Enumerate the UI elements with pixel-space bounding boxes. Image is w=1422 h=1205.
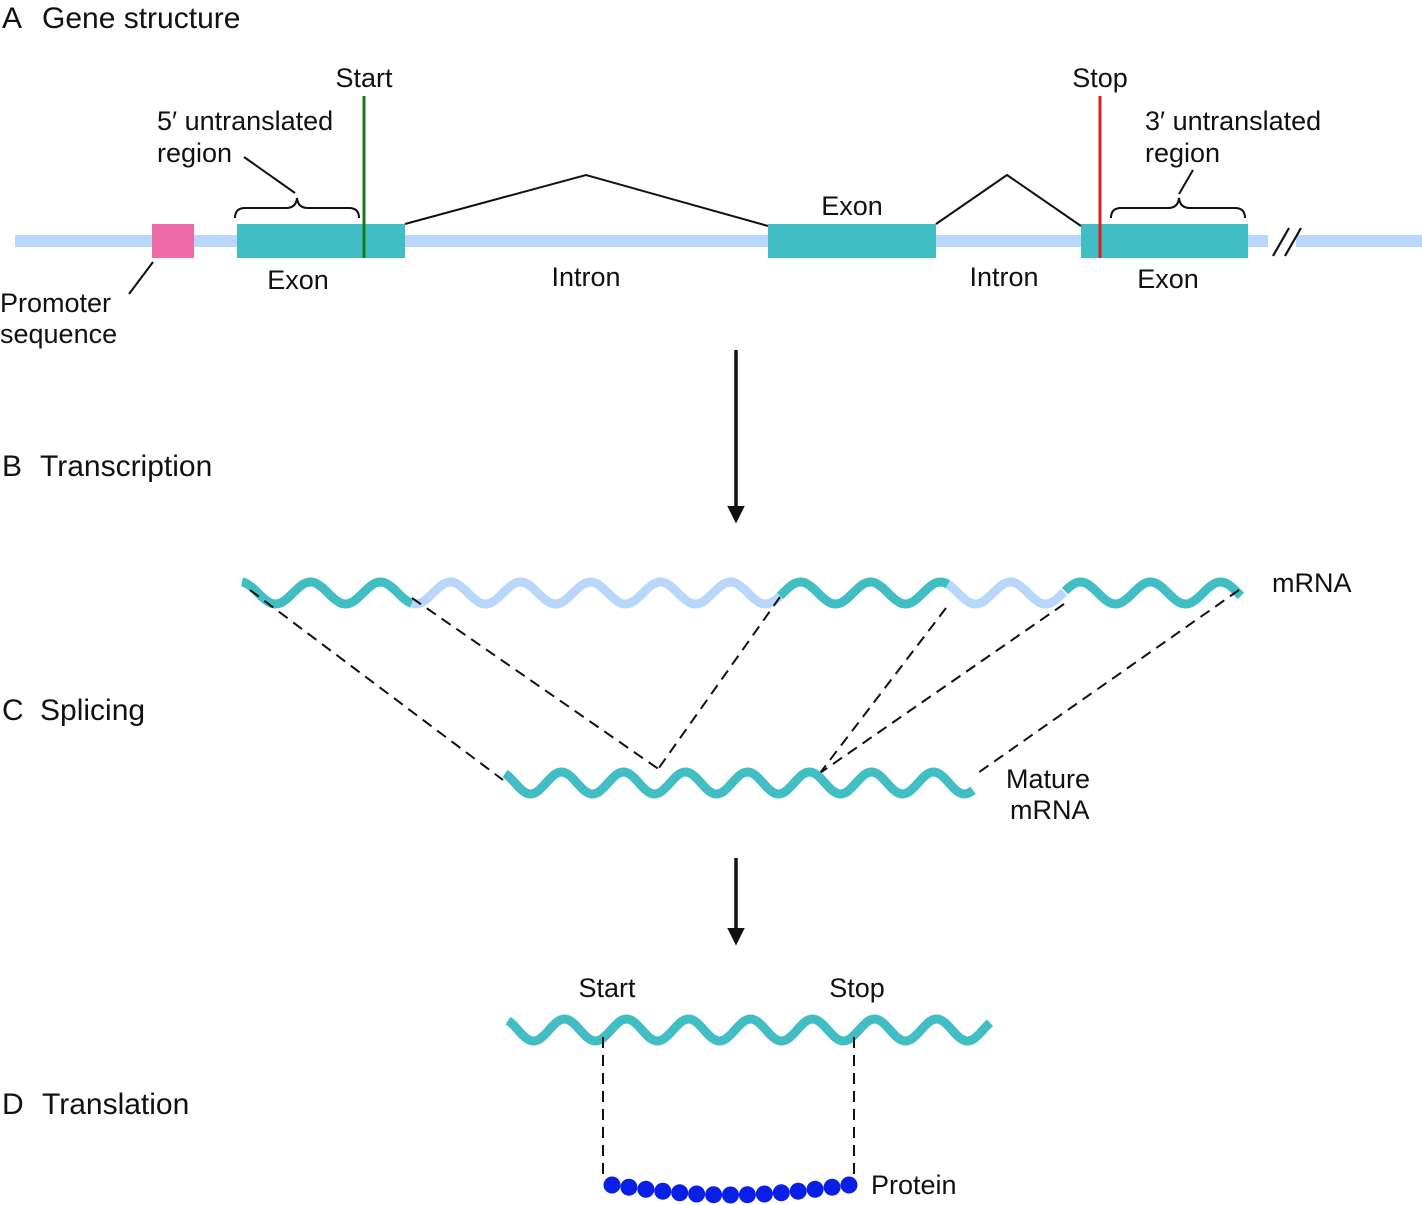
splice-line-1 xyxy=(249,589,504,781)
amino-acid-bead xyxy=(671,1184,689,1202)
stop-label: Stop xyxy=(1072,63,1128,93)
panel-d-letter: D xyxy=(2,1088,24,1121)
utr3-brace xyxy=(1110,197,1246,219)
promoter-leader xyxy=(128,261,154,295)
translation-stop-label: Stop xyxy=(829,973,885,1003)
splice-line-4 xyxy=(819,607,947,774)
mature-mrna-label-line2: mRNA xyxy=(1010,795,1090,825)
intron-1-connector xyxy=(404,173,769,227)
amino-acid-bead xyxy=(806,1180,824,1198)
amino-acid-bead xyxy=(688,1185,706,1203)
amino-acid-bead xyxy=(603,1176,621,1194)
mature-mrna-label-line1: Mature xyxy=(1006,764,1090,794)
intron-1-label: Intron xyxy=(551,262,620,292)
exon-3 xyxy=(1081,224,1248,258)
mature-mrna-strand xyxy=(502,767,976,799)
utr3-leader xyxy=(1178,169,1194,195)
amino-acid-bead xyxy=(789,1182,807,1200)
start-label: Start xyxy=(335,63,393,93)
protein-label: Protein xyxy=(871,1170,957,1200)
break-mark xyxy=(1268,227,1302,257)
promoter-label-line1: Promoter xyxy=(0,288,111,318)
amino-acid-bead xyxy=(840,1176,858,1194)
pre-mrna-intron-2 xyxy=(945,577,1068,609)
splice-line-3 xyxy=(655,596,781,773)
translation-start-label: Start xyxy=(578,973,636,1003)
amino-acid-bead xyxy=(755,1185,773,1203)
pre-mrna-intron-1 xyxy=(411,577,784,609)
exon-1 xyxy=(237,224,405,258)
utr5-brace xyxy=(234,197,360,219)
exon-2-label: Exon xyxy=(821,191,883,221)
utr5-leader xyxy=(243,156,296,194)
protein-chain xyxy=(603,1176,858,1204)
amino-acid-bead xyxy=(620,1178,638,1196)
panel-a-title: Gene structure xyxy=(42,2,240,35)
pre-mrna-exon-3 xyxy=(1061,577,1245,609)
utr5-label-line2: region xyxy=(157,138,232,168)
amino-acid-bead xyxy=(738,1186,756,1204)
splice-junction-lines xyxy=(249,589,1240,781)
splice-line-5 xyxy=(819,603,1065,774)
codon-guide-lines xyxy=(602,1037,855,1180)
panel-d-title: Translation xyxy=(42,1088,189,1121)
pre-mrna-exon-1 xyxy=(241,577,414,609)
pre-mrna-exon-2 xyxy=(776,577,951,609)
promoter-box xyxy=(152,224,194,258)
amino-acid-bead xyxy=(654,1182,672,1200)
exon-3-label: Exon xyxy=(1137,264,1199,294)
amino-acid-bead xyxy=(705,1186,723,1204)
utr3-label-line1: 3′ untranslated xyxy=(1145,106,1321,136)
amino-acid-bead xyxy=(722,1186,739,1204)
intron-2-label: Intron xyxy=(969,262,1038,292)
intron-2-connector xyxy=(935,173,1082,227)
pre-mrna xyxy=(241,577,1245,609)
panel-a-letter: A xyxy=(2,2,22,35)
utr5-label-line1: 5′ untranslated xyxy=(157,106,333,136)
amino-acid-bead xyxy=(637,1180,655,1198)
panel-c-title: Splicing xyxy=(40,694,145,727)
translated-mrna-strand xyxy=(505,1014,994,1046)
gene-structure: Start Stop 5′ untranslated region 3′ unt… xyxy=(0,63,1422,349)
amino-acid-bead xyxy=(772,1184,790,1202)
exon-1-label: Exon xyxy=(267,265,329,295)
utr3-label-line2: region xyxy=(1145,138,1220,168)
panel-c-letter: C xyxy=(2,694,24,727)
exon-2 xyxy=(768,224,936,258)
splice-line-2 xyxy=(411,597,661,771)
mrna-label: mRNA xyxy=(1272,568,1352,598)
panel-b-letter: B xyxy=(2,450,22,483)
promoter-label-line2: sequence xyxy=(0,319,117,349)
splice-line-6 xyxy=(974,589,1240,776)
amino-acid-bead xyxy=(823,1178,841,1196)
panel-b-title: Transcription xyxy=(40,450,212,483)
